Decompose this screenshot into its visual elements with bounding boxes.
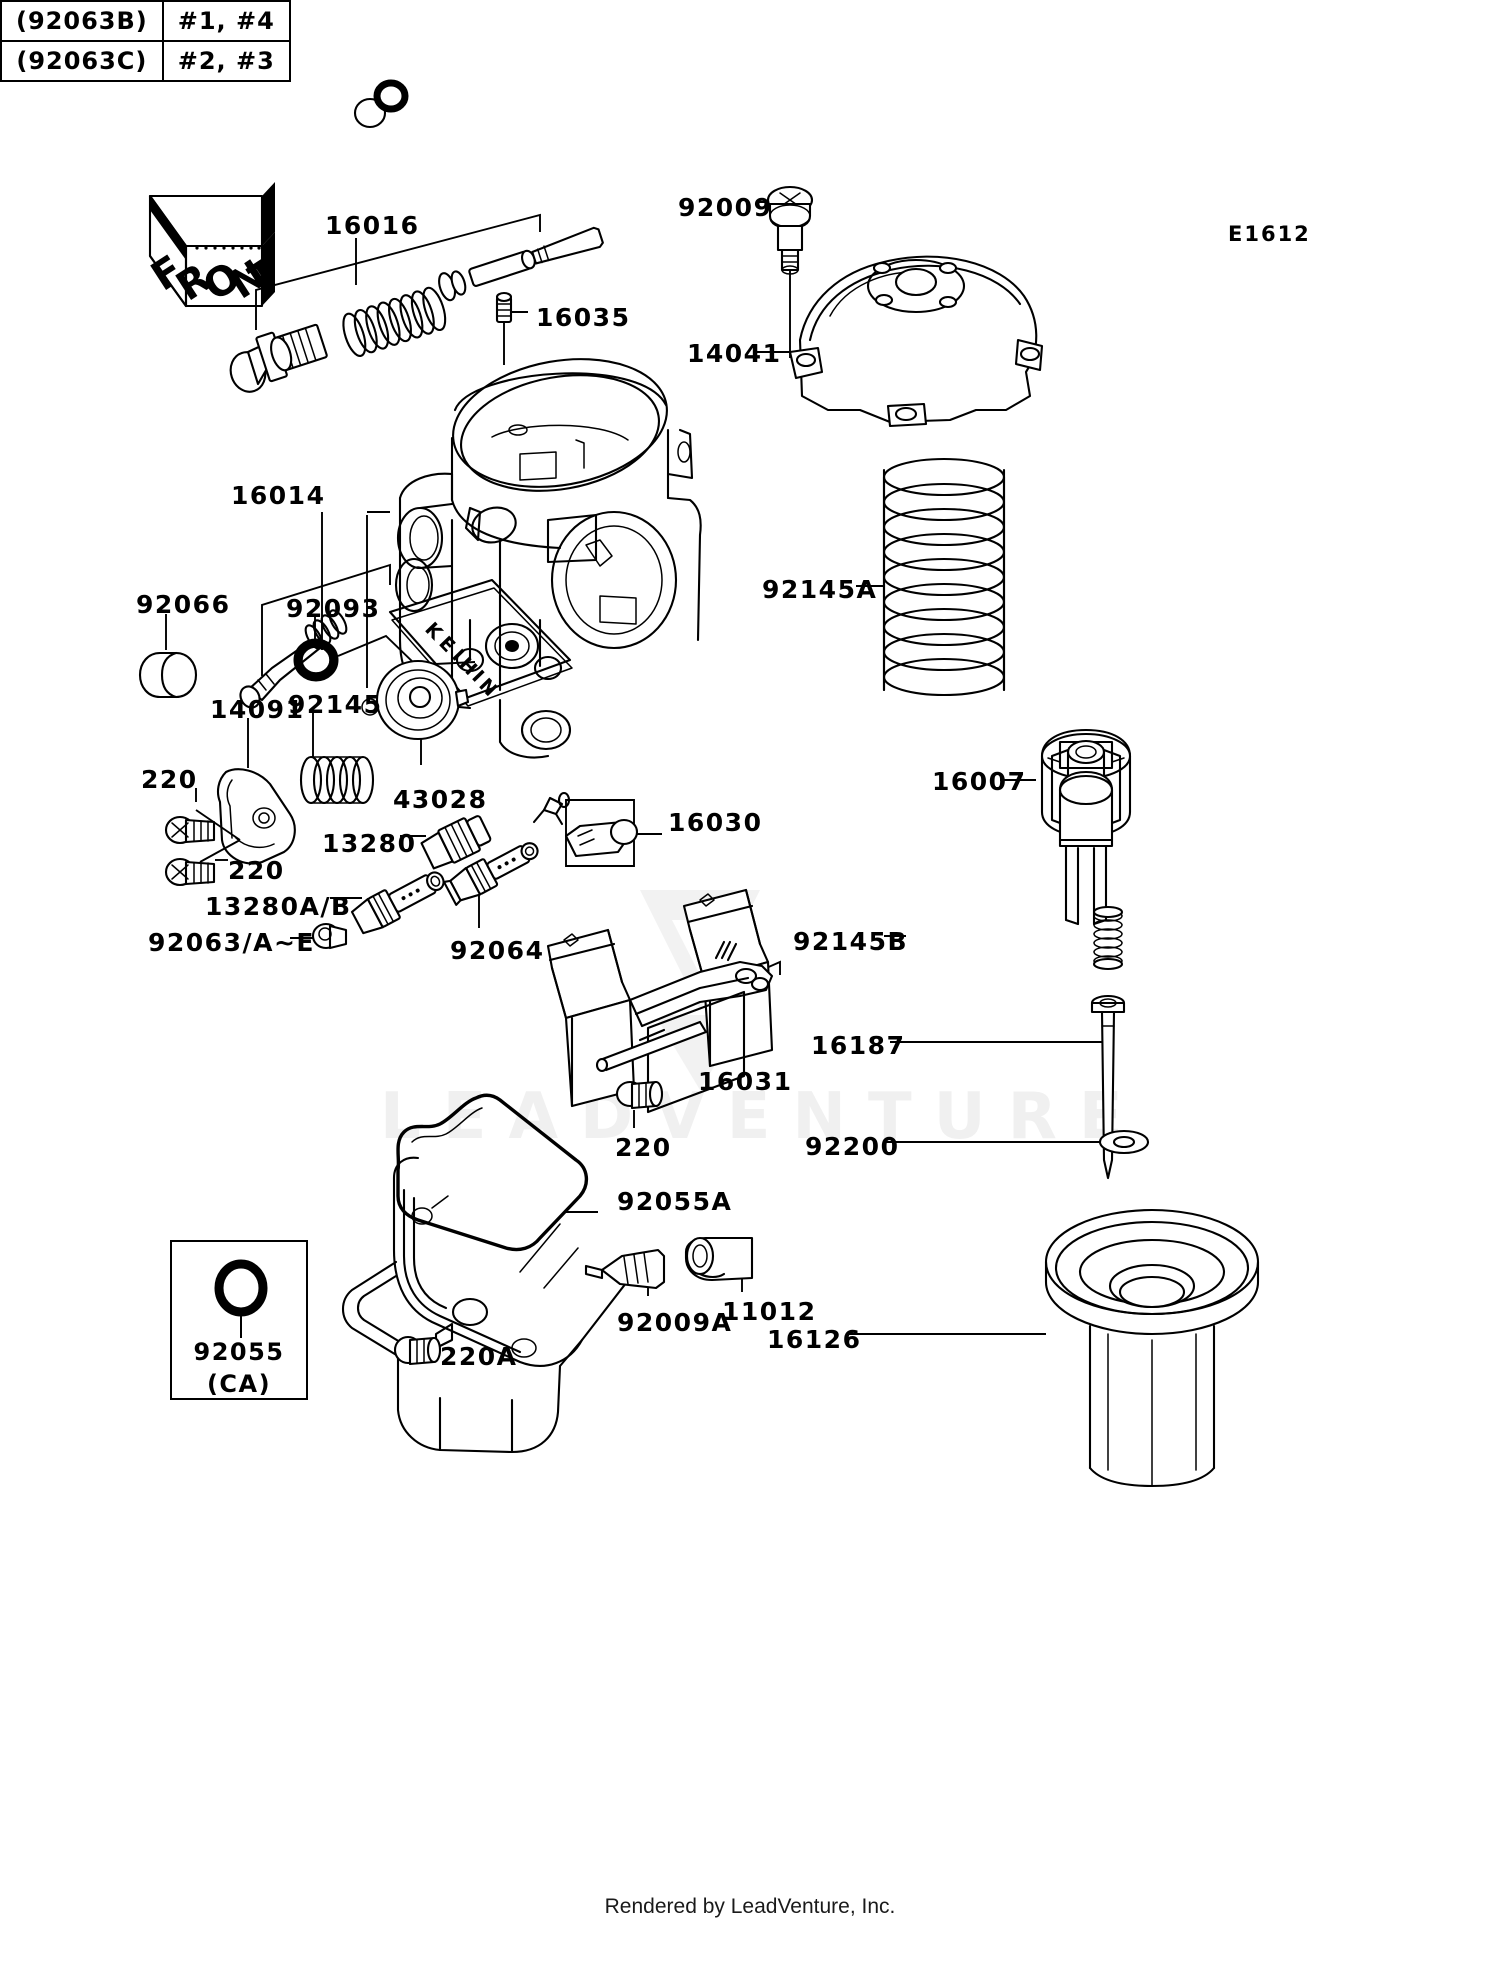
callout-43028: 43028 [393,785,488,814]
callout-13280: 13280 [322,829,417,858]
part-13280-jet [400,815,492,870]
variant-applies-1: #1, #4 [161,0,291,42]
part-14091-cover [216,718,296,865]
callout-220-mid: 220 [228,856,285,885]
part-92145B-spring [884,905,1124,971]
part-92063ae-jet [290,922,348,950]
part-16126-piston [846,1208,1260,1488]
part-11012-cap [684,1236,754,1292]
front-arrow-icon: F R O N T [143,182,290,310]
part-16031-float-assembly [546,888,781,1114]
part-92200-washer [884,1129,1150,1155]
part-92055A-gasket [396,1093,598,1252]
callout-14091: 14091 [210,695,305,724]
callout-92093: 92093 [286,594,381,623]
footer-credit: Rendered by LeadVenture, Inc. [604,1895,896,1918]
part-14041-cover [756,255,1044,428]
callout-11012: 11012 [722,1297,817,1326]
callout-92055A: 92055A [617,1187,733,1216]
part-16007-holder [1000,728,1132,926]
part-220-screws-upper [164,788,241,887]
callout-92066: 92066 [136,590,231,619]
part-220-screw-lower [615,1080,664,1128]
callout-16007: 16007 [932,767,1027,796]
figure-code: E1612 [1228,222,1311,246]
callout-92145B: 92145B [793,927,909,956]
part-16016-assembly [229,213,604,393]
table-row: (92063C) #2, #3 [0,40,291,82]
ca-box-note: (CA) [206,1370,272,1398]
callout-13280AB: 13280A/B [205,892,352,921]
part-92066-plug [138,614,198,699]
callout-16016: 16016 [325,211,420,240]
part-43028-diaphragm [375,659,470,765]
callout-92200: 92200 [805,1132,900,1161]
callout-92145A: 92145A [762,575,878,604]
part-16030-valve [532,791,662,867]
part-92145-spring [299,713,375,805]
variant-applies-2: #2, #3 [161,40,291,82]
variant-code-1: (92063B) [0,0,164,42]
callout-220-low: 220 [615,1133,672,1162]
callout-14041: 14041 [687,339,782,368]
part-92093-seal [293,617,476,682]
float-bowl-body [341,1156,652,1454]
callout-220-top: 220 [141,765,198,794]
part-13280ab-jet [330,871,445,935]
part-16187-needle [890,994,1126,1180]
callout-92009A: 92009A [617,1308,733,1337]
callout-92063AE: 92063/A~E [148,928,315,957]
callout-16014: 16014 [231,481,326,510]
ca-box-part-number: 92055 [193,1338,285,1366]
part-92145A-spring [856,457,1006,697]
table-row: (92063B) #1, #4 [0,0,291,42]
part-92064-jet [442,842,539,928]
callout-16126: 16126 [767,1325,862,1354]
oring-92055-icon [214,1259,268,1338]
callout-220A: 220A [440,1342,518,1371]
part-92009A-screw [584,1248,666,1296]
callout-16035: 16035 [536,303,631,332]
variant-code-2: (92063C) [0,40,164,82]
callout-92064: 92064 [450,936,545,965]
part-16035-pin [495,291,528,365]
ca-variant-box: 92055 (CA) [170,1240,308,1400]
callout-92145: 92145 [288,690,383,719]
callout-16031: 16031 [698,1067,793,1096]
variant-table: (92063B) #1, #4 (92063C) #2, #3 [0,0,1500,82]
part-92009-screw-top [756,185,814,358]
callout-16030: 16030 [668,808,763,837]
callout-92009: 92009 [678,193,773,222]
part-220A-screw [393,1335,442,1366]
callout-16187: 16187 [811,1031,906,1060]
